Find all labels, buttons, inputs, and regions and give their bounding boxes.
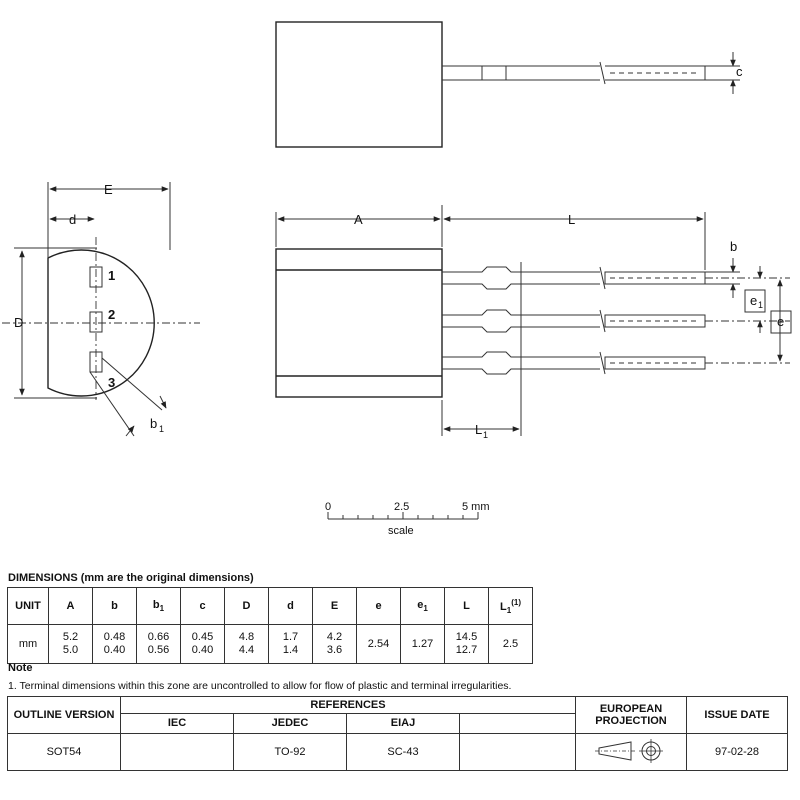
pin-1-label: 1 <box>108 268 115 283</box>
dim-label-c: c <box>736 64 743 79</box>
jedec-header: JEDEC <box>233 712 347 735</box>
iec-header: IEC <box>120 712 234 735</box>
dim-label-e: e <box>777 314 784 329</box>
eiaj-value: SC-43 <box>346 733 460 771</box>
scale-caption: scale <box>388 525 414 537</box>
dim-label-e1-sub: 1 <box>758 300 763 310</box>
cell-unit: mm <box>7 624 49 664</box>
scale-tick-0: 0 <box>325 501 331 513</box>
header-b: b <box>92 587 137 625</box>
note-text: 1. Terminal dimensions within this zone … <box>8 680 512 692</box>
dimensions-title: DIMENSIONS (mm are the original dimensio… <box>8 572 254 584</box>
dim-label-L1-sub: 1 <box>483 430 488 440</box>
header-e1: e1 <box>400 587 445 625</box>
outline-version-header: OUTLINE VERSION <box>7 696 121 734</box>
dim-label-b1-sub: 1 <box>159 424 164 434</box>
bottom-view: 1 2 3 E d D b 1 <box>2 182 200 437</box>
jedec-value: TO-92 <box>233 733 347 771</box>
note-title: Note <box>8 662 33 674</box>
dim-label-e1: e <box>750 293 757 308</box>
dim-label-b: b <box>730 239 737 254</box>
header-D: D <box>224 587 269 625</box>
references-table: OUTLINE VERSION REFERENCES EUROPEAN PROJ… <box>7 696 788 771</box>
header-d: d <box>268 587 313 625</box>
cell-e1: 1.27 <box>400 624 445 664</box>
projection-header: EUROPEAN PROJECTION <box>575 696 687 734</box>
outline-version-value: SOT54 <box>7 733 121 771</box>
projection-symbol <box>575 733 687 771</box>
references-spare-value <box>459 733 576 771</box>
references-spare-header <box>459 712 576 735</box>
issue-date-header: ISSUE DATE <box>686 696 788 734</box>
pin-3-label: 3 <box>108 375 115 390</box>
top-view: c <box>275 21 743 148</box>
iec-value <box>120 733 234 771</box>
dimensions-header-row: UNIT A b b1 c D d E e e1 L L1(1) <box>7 587 533 625</box>
header-c: c <box>180 587 225 625</box>
references-header: REFERENCES <box>120 696 576 714</box>
dim-label-L1: L <box>475 422 482 437</box>
issue-date-value: 97-02-28 <box>686 733 788 771</box>
header-unit: UNIT <box>7 587 49 625</box>
dim-label-D: D <box>14 315 23 330</box>
dim-label-b1: b <box>150 416 157 431</box>
header-L: L <box>444 587 489 625</box>
scale-bar: 0 2.5 5 mm scale <box>325 501 490 537</box>
header-A: A <box>48 587 93 625</box>
pin-2-label: 2 <box>108 307 115 322</box>
scale-tick-mid: 2.5 <box>394 501 409 513</box>
projection-symbol-icon <box>595 738 663 763</box>
dim-label-E: E <box>104 182 113 197</box>
dim-label-d: d <box>69 212 76 227</box>
dim-label-L: L <box>568 212 575 227</box>
cell-L1: 2.5 <box>488 624 533 664</box>
scale-tick-end: 5 mm <box>462 501 490 513</box>
header-e: e <box>356 587 401 625</box>
dim-label-A: A <box>354 212 363 227</box>
header-E: E <box>312 587 357 625</box>
header-b1: b1 <box>136 587 181 625</box>
side-view: A L b e 1 e L 1 <box>275 205 792 440</box>
cell-e: 2.54 <box>356 624 401 664</box>
package-outline-drawing: c 1 2 3 E d D b 1 <box>2 21 792 537</box>
eiaj-header: EIAJ <box>346 712 460 735</box>
header-L1: L1(1) <box>488 587 533 625</box>
